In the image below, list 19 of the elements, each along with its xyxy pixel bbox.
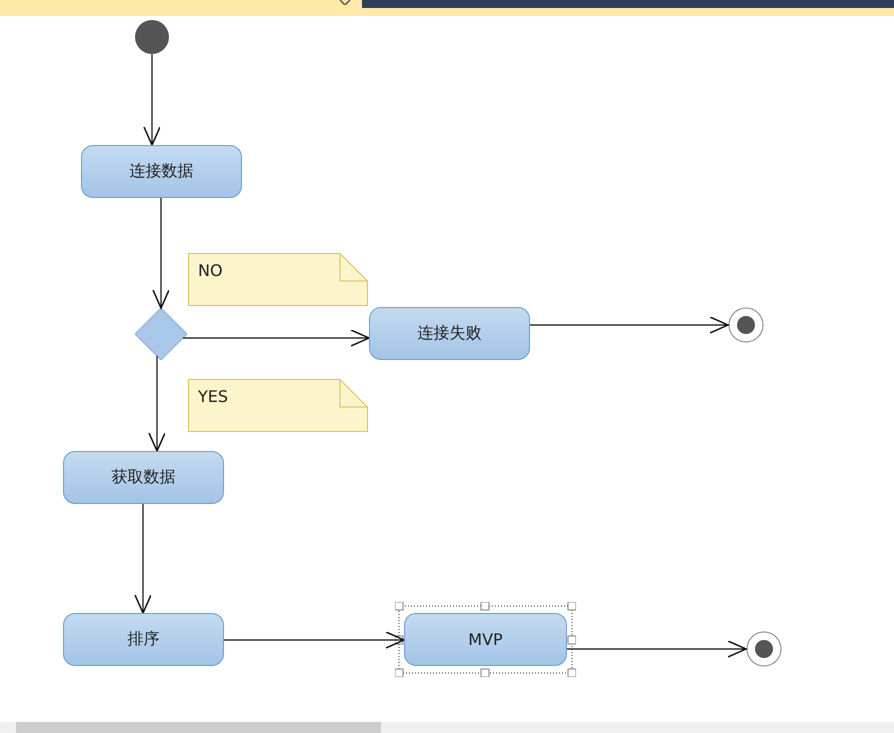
arrow bbox=[143, 54, 161, 146]
decision-diamond bbox=[135, 308, 187, 360]
action-box: MVP bbox=[404, 613, 567, 666]
start-node bbox=[135, 20, 169, 54]
arrow bbox=[567, 640, 747, 658]
arrow bbox=[134, 504, 152, 614]
note: NO bbox=[188, 253, 368, 306]
end-node bbox=[746, 631, 782, 667]
note: YES bbox=[188, 379, 368, 432]
arrow bbox=[530, 316, 729, 334]
action-box: 排序 bbox=[63, 613, 224, 666]
arrow bbox=[148, 356, 166, 452]
action-box: 连接失败 bbox=[369, 307, 530, 360]
action-box: 连接数据 bbox=[81, 145, 242, 198]
end-node bbox=[728, 307, 764, 343]
arrow bbox=[183, 329, 370, 347]
arrow bbox=[152, 198, 170, 309]
action-box: 获取数据 bbox=[63, 451, 224, 504]
arrow bbox=[224, 631, 405, 649]
